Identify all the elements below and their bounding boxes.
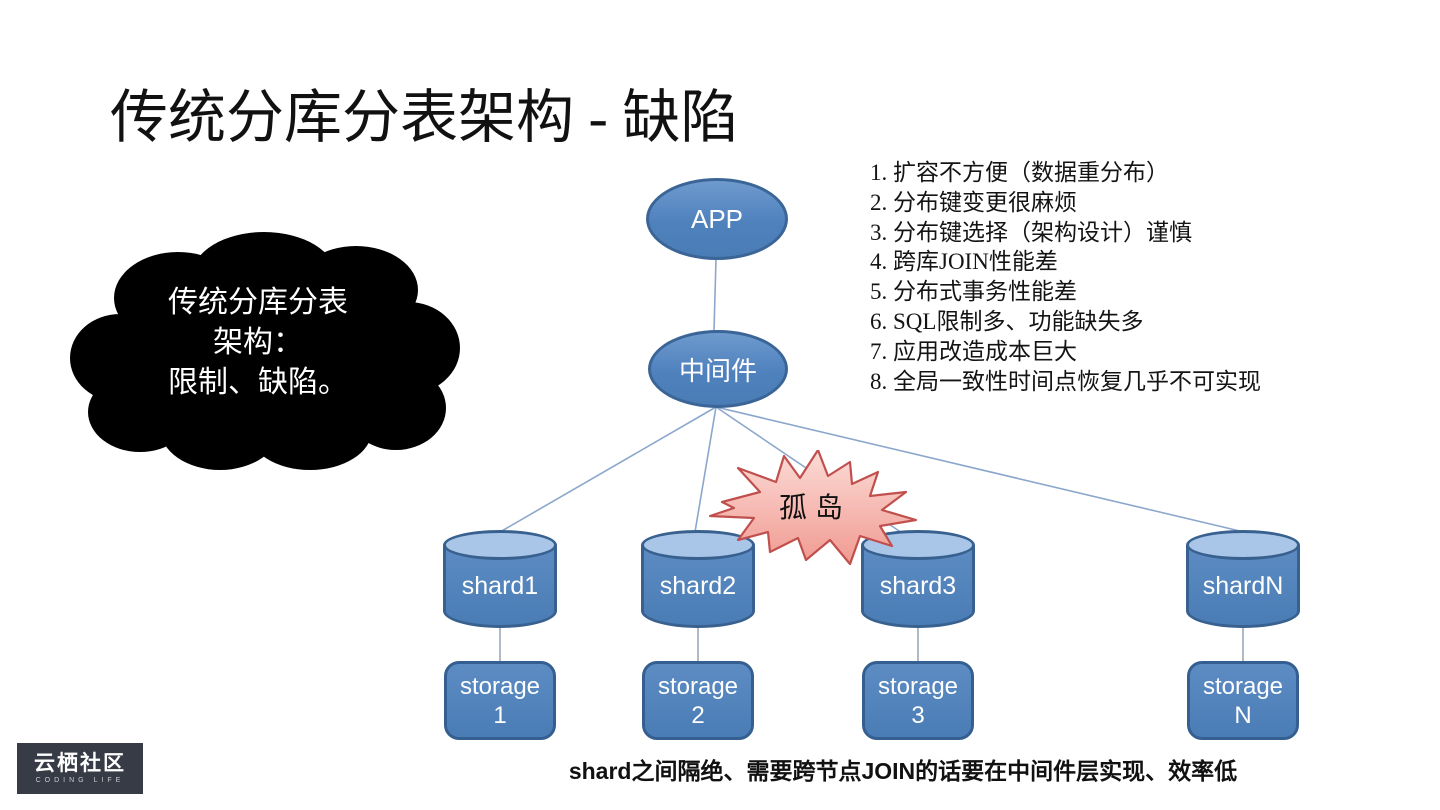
shard-cylinder: shard2 (641, 530, 755, 628)
shard-column: shard3 storage 3 (861, 530, 975, 742)
storage-label-line2: 3 (911, 701, 925, 729)
storage-box: storage N (1187, 661, 1299, 740)
defect-item: 8. 全局一致性时间点恢复几乎不可实现 (870, 368, 1261, 394)
storage-label-line1: storage (877, 672, 959, 700)
shard-column: shardN storage N (1186, 530, 1300, 742)
cloud-callout-line: 传统分库分表 (168, 286, 348, 319)
storage-label-line2: 1 (493, 701, 507, 729)
shard-label: shard3 (879, 572, 957, 600)
defect-item: 1. 扩容不方便（数据重分布） (870, 160, 1169, 185)
cloud-callout-line: 限制、缺陷。 (168, 366, 348, 399)
shard-cylinder: shardN (1186, 530, 1300, 628)
app-node-label: APP (690, 203, 744, 234)
island-starburst (708, 450, 918, 566)
line-middleware-shardN (715, 406, 1245, 533)
cloud-callout-line: 架构： (213, 326, 303, 359)
defect-item: 7. 应用改造成本巨大 (870, 338, 1077, 364)
cloud-callout-shape (70, 232, 460, 470)
yunqi-community-logo: 云栖社区 CODING LIFE (17, 743, 143, 794)
shard-column: shard2 storage 2 (641, 530, 755, 742)
middleware-node-label: 中间件 (678, 355, 757, 386)
line-middleware-shard1 (499, 406, 717, 533)
storage-box: storage 2 (642, 661, 754, 740)
cloud-callout-text: 传统分库分表架构： 限制、缺陷。 (108, 283, 408, 403)
cylinder-top (1186, 530, 1300, 560)
logo-name: 云栖社区 (34, 751, 126, 775)
storage-label-line1: storage (657, 672, 739, 700)
slide-title: 传统分库分表架构 - 缺陷 (110, 85, 739, 150)
middleware-node: 中间件 (648, 330, 788, 408)
defect-item: 2. 分布键变更很麻烦 (870, 189, 1077, 215)
storage-box: storage 3 (862, 661, 974, 740)
shard-label: shard1 (461, 572, 539, 600)
line-middleware-shard2 (694, 406, 717, 533)
shard-cylinder: shard1 (443, 530, 557, 628)
storage-label-line2: 2 (691, 701, 705, 729)
shard-cylinder: shard3 (861, 530, 975, 628)
cylinder-top (443, 530, 557, 560)
shard-column: shard1 storage 1 (443, 530, 557, 742)
defect-item: 6. SQL限制多、功能缺失多 (870, 308, 1144, 334)
defect-item: 3. 分布键选择（架构设计）谨慎 (870, 219, 1192, 245)
storage-box: storage 1 (444, 661, 556, 740)
cylinder-top (641, 530, 755, 560)
storage-label-line1: storage (1202, 672, 1284, 700)
shard-label: shardN (1202, 572, 1284, 600)
defect-list: 1. 扩容不方便（数据重分布） 2. 分布键变更很麻烦 3. 分布键选择（架构设计）… (870, 158, 1340, 396)
storage-label-line2: N (1234, 701, 1252, 729)
storage-label-line1: storage (459, 672, 541, 700)
logo-tagline: CODING LIFE (35, 776, 125, 784)
line-app-middleware (713, 258, 717, 332)
starburst-polygon (708, 450, 918, 566)
bottom-caption: shard之间隔绝、需要跨节点JOIN的话要在中间件层实现、效率低 (568, 758, 1238, 784)
app-node: APP (646, 178, 788, 260)
island-label: 孤岛 (778, 493, 851, 524)
defect-item: 5. 分布式事务性能差 (870, 279, 1077, 305)
shard-label: shard2 (659, 572, 737, 600)
defect-item: 4. 跨库JOIN性能差 (870, 249, 1058, 275)
